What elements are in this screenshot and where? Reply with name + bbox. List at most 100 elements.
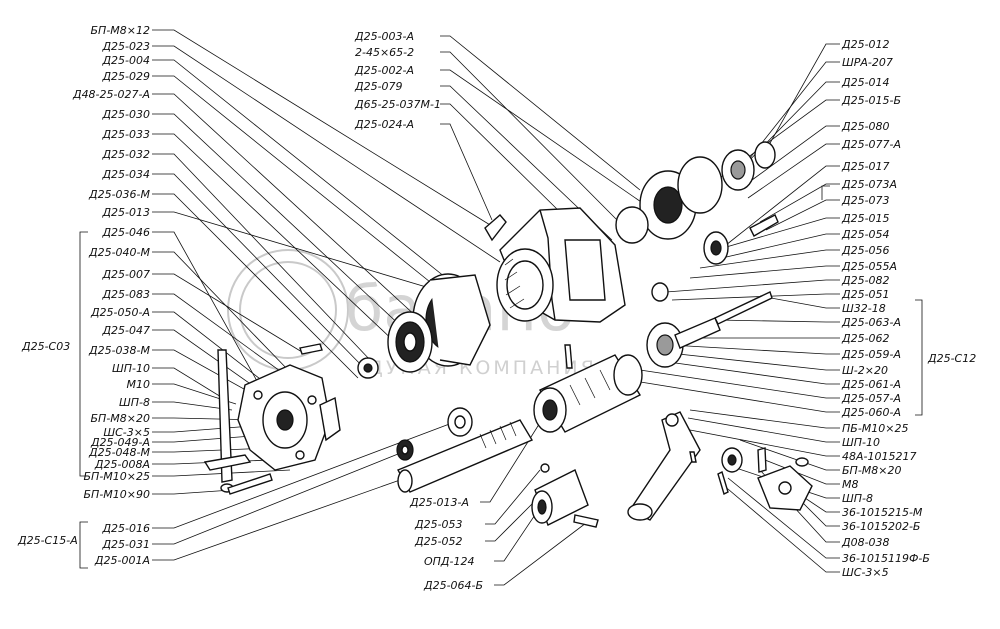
label-right-27: М8: [842, 478, 859, 491]
label-right-3: Д25-015-Б: [841, 94, 901, 107]
label-right-28: ШП-8: [842, 492, 873, 505]
leader-bottom-2: [485, 489, 547, 542]
leader-left-3: [152, 75, 441, 291]
label-left-7: Д25-032: [101, 148, 150, 161]
label-top-3: Д25-079: [354, 80, 403, 93]
group-label-d25-c15-a: Д25-С15-А: [17, 534, 78, 547]
housing-part: [496, 207, 626, 323]
leader-right-18: [669, 344, 840, 355]
leader-left-21: [152, 417, 261, 421]
leader-right-24: [687, 417, 840, 443]
label-left-0: БП-М8×12: [91, 24, 151, 37]
label-left-23: Д25-049-А: [90, 436, 150, 449]
label-right-20: Д25-061-А: [841, 378, 901, 391]
leader-left-2: [152, 59, 456, 286]
label-right-22: Д25-060-А: [841, 406, 901, 419]
leader-right-13: [665, 279, 840, 293]
bearing-part: [615, 141, 776, 244]
leader-left-9: [152, 193, 359, 379]
label-right-12: Д25-055А: [841, 260, 897, 273]
label-left-25: Д25-008А: [94, 458, 150, 471]
leader-left-10: [152, 211, 471, 301]
label-right-32: 36-1015119Ф-Б: [842, 552, 930, 565]
label-right-18: Д25-059-А: [841, 348, 901, 361]
leader-left-14: [152, 293, 321, 401]
leader-left-13: [152, 273, 303, 353]
small-pinion-part: [703, 214, 779, 265]
leader-right-14: [671, 293, 840, 301]
leader-right-7: [759, 183, 840, 223]
pins-part: [564, 344, 729, 495]
label-left-14: Д25-083: [101, 288, 150, 301]
leader-left-29: [152, 451, 404, 545]
leader-left-28: [152, 419, 461, 529]
leader-left-20: [152, 401, 233, 411]
leader-right-11: [699, 249, 840, 269]
leader-right-6: [725, 165, 840, 246]
label-bottom-4: Д25-064-Б: [423, 579, 483, 592]
leader-right-33: [721, 483, 840, 573]
leader-right-30: [799, 499, 840, 527]
label-right-17: Д25-062: [841, 332, 890, 345]
label-top-0: Д25-003-А: [354, 30, 414, 43]
leader-right-26: [739, 439, 840, 471]
leader-right-22: [627, 379, 840, 413]
leader-right-25: [689, 429, 840, 457]
leader-right-4: [751, 125, 840, 181]
label-right-6: Д25-017: [841, 160, 890, 173]
leader-bottom-1: [485, 469, 541, 525]
leader-left-8: [152, 173, 369, 373]
leader-right-19: [659, 351, 840, 371]
leader-left-30: [152, 479, 401, 561]
label-left-2: Д25-004: [101, 54, 150, 67]
label-bottom-3: ОПД-124: [424, 555, 475, 568]
leader-top-3: [440, 85, 613, 241]
label-right-24: ШП-10: [842, 436, 880, 449]
part-labels: БП-М8×12Д25-023Д25-004Д25-029Д48-25-027-…: [17, 24, 976, 592]
splined-shaft-part: [397, 419, 534, 493]
cover-plate-part: [237, 364, 341, 471]
label-left-27: БП-М10×90: [84, 488, 151, 501]
label-left-17: Д25-038-М: [88, 344, 151, 357]
label-bottom-0: Д25-013-А: [409, 496, 469, 509]
label-bottom-1: Д25-053: [414, 518, 463, 531]
label-right-11: Д25-056: [841, 244, 890, 257]
label-right-13: Д25-082: [841, 274, 890, 287]
leader-left-12: [152, 251, 291, 373]
leader-left-23: [152, 435, 253, 443]
label-left-30: Д25-001А: [94, 554, 150, 567]
label-left-16: Д25-047: [101, 324, 150, 337]
pinion-housing-part: [533, 354, 643, 433]
leader-right-23: [689, 409, 840, 429]
label-top-5: Д25-024-А: [354, 118, 414, 131]
label-right-4: Д25-080: [841, 120, 890, 133]
label-left-13: Д25-007: [101, 268, 150, 281]
label-left-11: Д25-046: [101, 226, 150, 239]
clutch-disc-part: [387, 311, 433, 373]
label-right-14: Д25-051: [841, 288, 890, 301]
group-brackets: [79, 185, 923, 569]
leader-right-16: [715, 319, 840, 323]
label-right-16: Д25-063-А: [841, 316, 901, 329]
bolts-part: [227, 343, 323, 495]
leader-bottom-4: [494, 519, 591, 586]
group-label-d25-c03: Д25-С03: [21, 340, 70, 353]
coupling-part: [531, 463, 599, 528]
leader-left-0: [152, 29, 496, 229]
label-right-30: 36-1015202-Б: [842, 520, 920, 533]
spring-clip-part: [484, 214, 507, 242]
leader-lines: [152, 29, 840, 586]
label-right-0: Д25-012: [841, 38, 890, 51]
label-left-22: ШС-3×5: [103, 426, 150, 439]
leader-left-26: [152, 469, 291, 477]
leader-left-6: [152, 133, 399, 346]
label-top-4: Д65-25-037М-1: [354, 98, 441, 111]
label-left-15: Д25-050-А: [90, 306, 150, 319]
leader-right-9: [715, 217, 840, 251]
leader-right-12: [689, 265, 840, 279]
label-right-29: 36-1015215-М: [842, 506, 923, 519]
label-left-29: Д25-031: [101, 538, 150, 551]
gear-shaft-part: [646, 291, 773, 368]
label-left-24: Д25-048-М: [88, 446, 151, 459]
leader-left-4: [152, 93, 419, 319]
